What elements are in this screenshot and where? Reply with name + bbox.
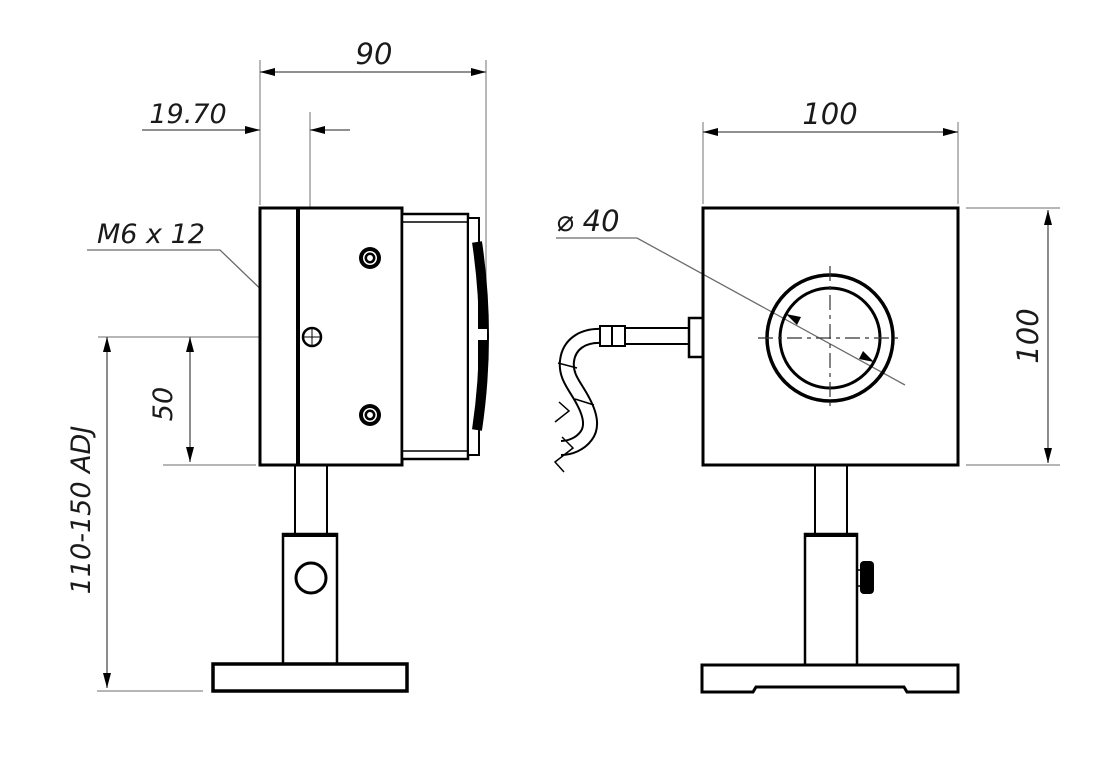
arrow (786, 314, 801, 325)
screw-socket (364, 409, 376, 421)
side-view (211, 206, 489, 693)
arrow (103, 673, 111, 688)
arrow (943, 128, 958, 136)
cable-ferrule-1 (611, 325, 626, 347)
thumbscrew-knob (857, 561, 874, 594)
arrow (260, 68, 275, 76)
dimension-labels: 90 19.70 M6 x 12 50 110-150 ADJ 100 ⌀ 40… (66, 37, 1045, 594)
dimension-arrows (103, 68, 1052, 688)
knob-body (860, 561, 874, 594)
cable-break-mark-2 (553, 436, 575, 473)
screw-top (359, 247, 381, 269)
label-hole-offset: 19.70 (149, 99, 226, 130)
cable-joint-1 (557, 362, 578, 369)
m6-hole (301, 326, 323, 348)
arrow (186, 337, 194, 352)
arrow (245, 126, 260, 134)
side-rear-section (400, 212, 470, 461)
side-face-notch (477, 329, 487, 340)
front-housing (701, 206, 960, 467)
front-view (553, 206, 960, 694)
leader-lines (87, 237, 906, 386)
dimension-lines (106, 71, 1049, 688)
cable-ferrule-2 (599, 325, 613, 347)
arrow (703, 128, 718, 136)
label-front-width: 100 (802, 97, 857, 131)
arrow (859, 351, 874, 362)
front-lower-post (803, 532, 859, 667)
arrow (1044, 210, 1052, 225)
extension-lines (97, 60, 1060, 692)
cable-break-mark-1 (554, 401, 571, 423)
side-post-hole (294, 561, 328, 595)
cable-tube (624, 327, 690, 345)
side-body (258, 206, 404, 467)
arrow (1044, 448, 1052, 463)
screw-bottom (359, 404, 381, 426)
arrow (186, 447, 194, 462)
label-height-adjust: 110-150 ADJ (66, 426, 97, 595)
label-thread-callout: M6 x 12 (97, 219, 205, 250)
arrow (310, 126, 325, 134)
front-base (700, 663, 960, 694)
side-base (211, 662, 409, 693)
arrow (471, 68, 486, 76)
aperture-centerlines (758, 266, 902, 410)
cable-flange (687, 316, 705, 359)
screw-socket (364, 252, 376, 264)
label-hole-to-base: 50 (148, 387, 179, 421)
side-lower-post (281, 532, 339, 666)
label-side-width: 90 (356, 37, 393, 71)
label-front-height: 100 (1011, 308, 1045, 363)
cable-joint-2 (574, 398, 595, 406)
leader-dia40 (556, 237, 906, 386)
arrow (103, 337, 111, 352)
label-aperture: ⌀ 40 (556, 204, 620, 238)
